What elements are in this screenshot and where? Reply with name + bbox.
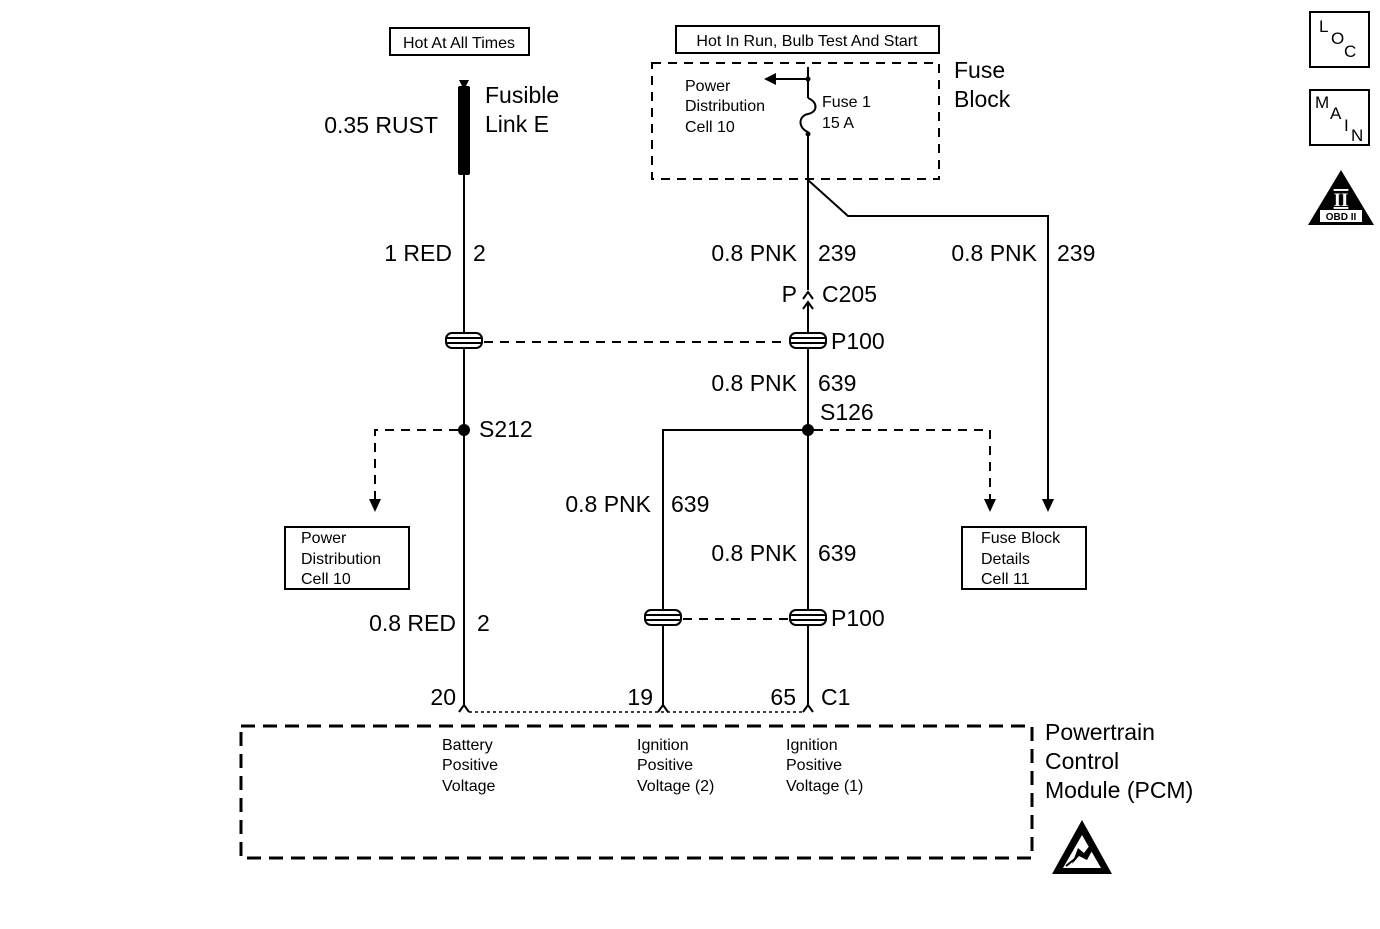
pin-19-label: 19 — [627, 684, 653, 710]
bpv-line3: Voltage — [442, 778, 495, 795]
p100-bottom-label: P100 — [831, 605, 885, 631]
ipv2-line3: Voltage (2) — [637, 778, 714, 795]
fuse-1-name: Fuse 1 — [822, 94, 871, 111]
ipv1-line1: Ignition — [786, 737, 838, 754]
svg-text:A: A — [1330, 104, 1342, 123]
branch-wire-circuit: 639 — [671, 491, 709, 517]
svg-text:O: O — [1331, 29, 1344, 48]
p100-grommet-left-bottom — [644, 609, 682, 626]
pin-19-connector — [657, 703, 669, 713]
p100-grommet-left-top — [445, 332, 483, 349]
svg-text:C: C — [1344, 42, 1356, 61]
splice-s212-label: S212 — [479, 416, 533, 442]
pin-20-label: 20 — [430, 684, 456, 710]
svg-text:OBD II: OBD II — [1326, 212, 1357, 223]
center-upper-wire-color: 0.8 PNK — [711, 240, 797, 266]
c205-p-label: P — [782, 281, 797, 307]
svg-text:I: I — [1344, 116, 1349, 135]
pdc-arrow-head — [764, 73, 776, 85]
pd-ref-line2: Distribution — [301, 551, 381, 568]
fuse-block-title-line2: Block — [954, 86, 1011, 112]
bpv-line1: Battery — [442, 737, 493, 754]
loc-icon[interactable]: L O C — [1309, 11, 1370, 68]
pd-ref-line3: Cell 10 — [301, 571, 351, 588]
svg-text:II: II — [1334, 190, 1349, 211]
pin-20-connector — [458, 703, 470, 713]
svg-text:N: N — [1351, 126, 1363, 145]
bpv-line2: Positive — [442, 757, 498, 774]
obd-ii-icon[interactable]: II OBD II — [1308, 170, 1374, 225]
fusible-link-top-icon — [459, 80, 469, 86]
left-upper-wire-circuit: 2 — [473, 240, 486, 266]
main-icon[interactable]: M A I N — [1309, 89, 1370, 146]
svg-text:L: L — [1319, 17, 1328, 36]
left-lower-wire-color: 0.8 RED — [369, 610, 456, 636]
center-lower-wire-color: 0.8 PNK — [711, 540, 797, 566]
pin-65-label: 65 — [770, 684, 796, 710]
fusible-link-label-line1: Fusible — [485, 82, 559, 108]
fusible-link-label-line2: Link E — [485, 111, 549, 137]
p100-grommet-center-bottom — [789, 609, 827, 626]
ipv1-line2: Positive — [786, 757, 842, 774]
pd-ref-line1: Power — [301, 530, 347, 547]
right-wire-circuit: 239 — [1057, 240, 1095, 266]
pcm-title-line3: Module (PCM) — [1045, 777, 1193, 803]
left-upper-wire-color: 1 RED — [384, 240, 452, 266]
left-lower-wire-circuit: 2 — [477, 610, 490, 636]
p100-grommet-center-top — [789, 332, 827, 349]
center-mid-wire-circuit: 639 — [818, 370, 856, 396]
s126-ref-arrow-head — [984, 499, 996, 512]
hot-in-run-label: Hot In Run, Bulb Test And Start — [696, 33, 918, 50]
c1-label: C1 — [821, 684, 850, 710]
pcm-title-line1: Powertrain — [1045, 719, 1155, 745]
s212-dashed-ref — [374, 429, 458, 500]
svg-text:M: M — [1315, 93, 1329, 112]
fuse-block-title-line1: Fuse — [954, 57, 1005, 83]
hot-at-all-times-box — [389, 27, 530, 56]
pcm-title-line2: Control — [1045, 748, 1119, 774]
ipv2-line1: Ignition — [637, 737, 689, 754]
fuse-block-pdc-line2: Distribution — [685, 98, 765, 115]
splice-s212 — [458, 424, 470, 436]
fuse-1-rating: 15 A — [822, 115, 854, 132]
fusible-link-e — [458, 86, 470, 175]
ipv1-line3: Voltage (1) — [786, 778, 863, 795]
fuse-block-pdc-line1: Power — [685, 78, 731, 95]
fuse-block-pdc-line3: Cell 10 — [685, 119, 735, 136]
c205-label: C205 — [822, 281, 877, 307]
fuse-block-outline — [651, 62, 940, 180]
center-lower-wire-circuit: 639 — [818, 540, 856, 566]
branch-wire-color: 0.8 PNK — [565, 491, 651, 517]
splice-s126-label: S126 — [820, 399, 874, 425]
s212-ref-arrow-head — [369, 499, 381, 512]
center-mid-wire-color: 0.8 PNK — [711, 370, 797, 396]
fuse-block-details-ref-box[interactable] — [961, 526, 1087, 590]
fbd-ref-line2: Details — [981, 551, 1030, 568]
fbd-ref-line1: Fuse Block — [981, 530, 1061, 547]
p100-top-label: P100 — [831, 328, 885, 354]
fbd-ref-line3: Cell 11 — [981, 571, 1030, 588]
fuse-1-symbol — [799, 97, 817, 133]
esd-warning-icon — [1052, 820, 1112, 874]
s126-dashed-ref — [814, 429, 991, 500]
fusible-link-wire-label: 0.35 RUST — [324, 112, 438, 138]
power-distribution-ref-box[interactable] — [284, 526, 410, 590]
circuit-239-right-wire — [807, 179, 1049, 502]
hot-in-run-box — [675, 25, 940, 54]
c205-connector-female — [802, 290, 814, 300]
center-upper-wire-circuit: 239 — [818, 240, 856, 266]
pin-65-connector — [802, 703, 814, 713]
hot-at-all-times-label: Hot At All Times — [403, 35, 515, 52]
circuit-639-branch-wire — [662, 429, 808, 705]
right-wire-color: 0.8 PNK — [951, 240, 1037, 266]
ipv2-line2: Positive — [637, 757, 693, 774]
fuse-block-details-arrow-head — [1042, 499, 1054, 512]
